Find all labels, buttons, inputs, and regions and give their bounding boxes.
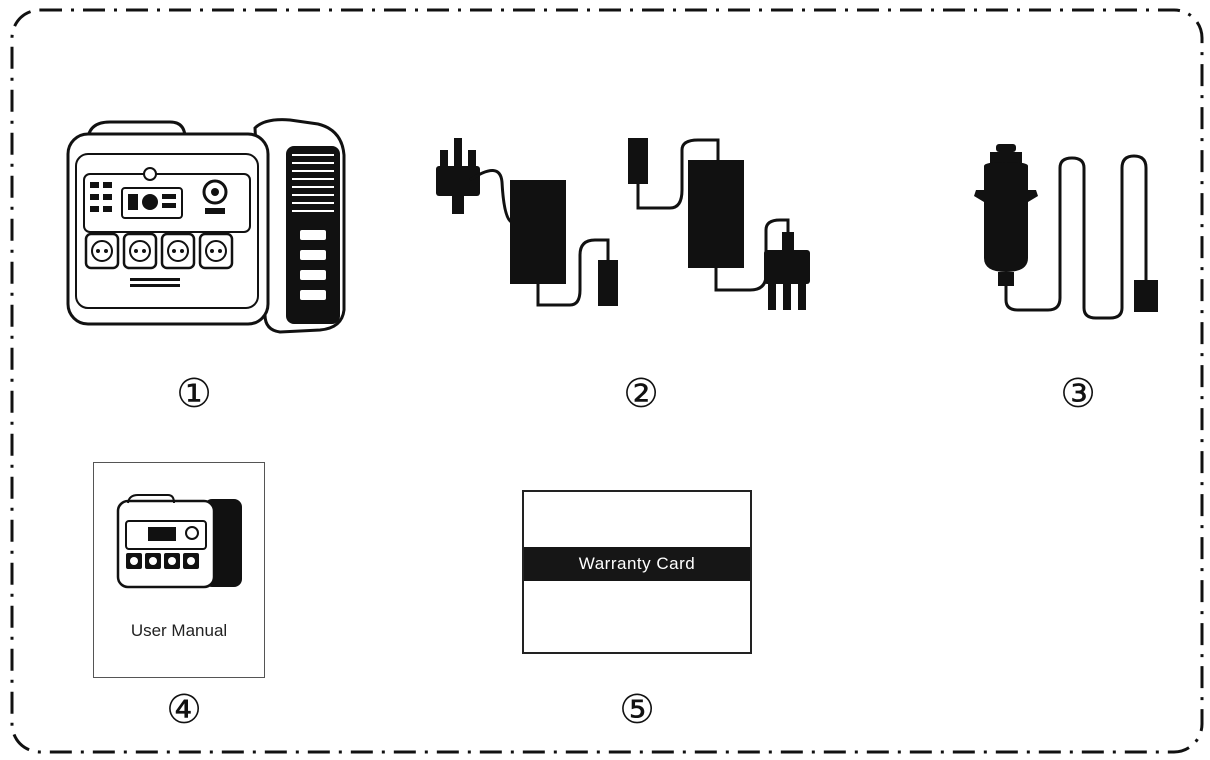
ac-adapter-illustration <box>436 138 810 310</box>
warranty-card-label: Warranty Card <box>524 547 750 581</box>
manual-cover-power-station-image <box>116 494 242 589</box>
power-station-illustration <box>66 118 346 334</box>
item-number-4: ④ <box>166 687 202 733</box>
warranty-card: Warranty Card <box>522 490 752 654</box>
car-charger-illustration <box>974 144 1158 320</box>
user-manual-booklet: User Manual <box>93 462 265 678</box>
item-number-3: ③ <box>1060 371 1096 417</box>
item-number-5: ⑤ <box>619 687 655 733</box>
user-manual-label: User Manual <box>130 621 228 640</box>
item-number-1: ① <box>176 371 212 417</box>
item-number-2: ② <box>623 371 659 417</box>
